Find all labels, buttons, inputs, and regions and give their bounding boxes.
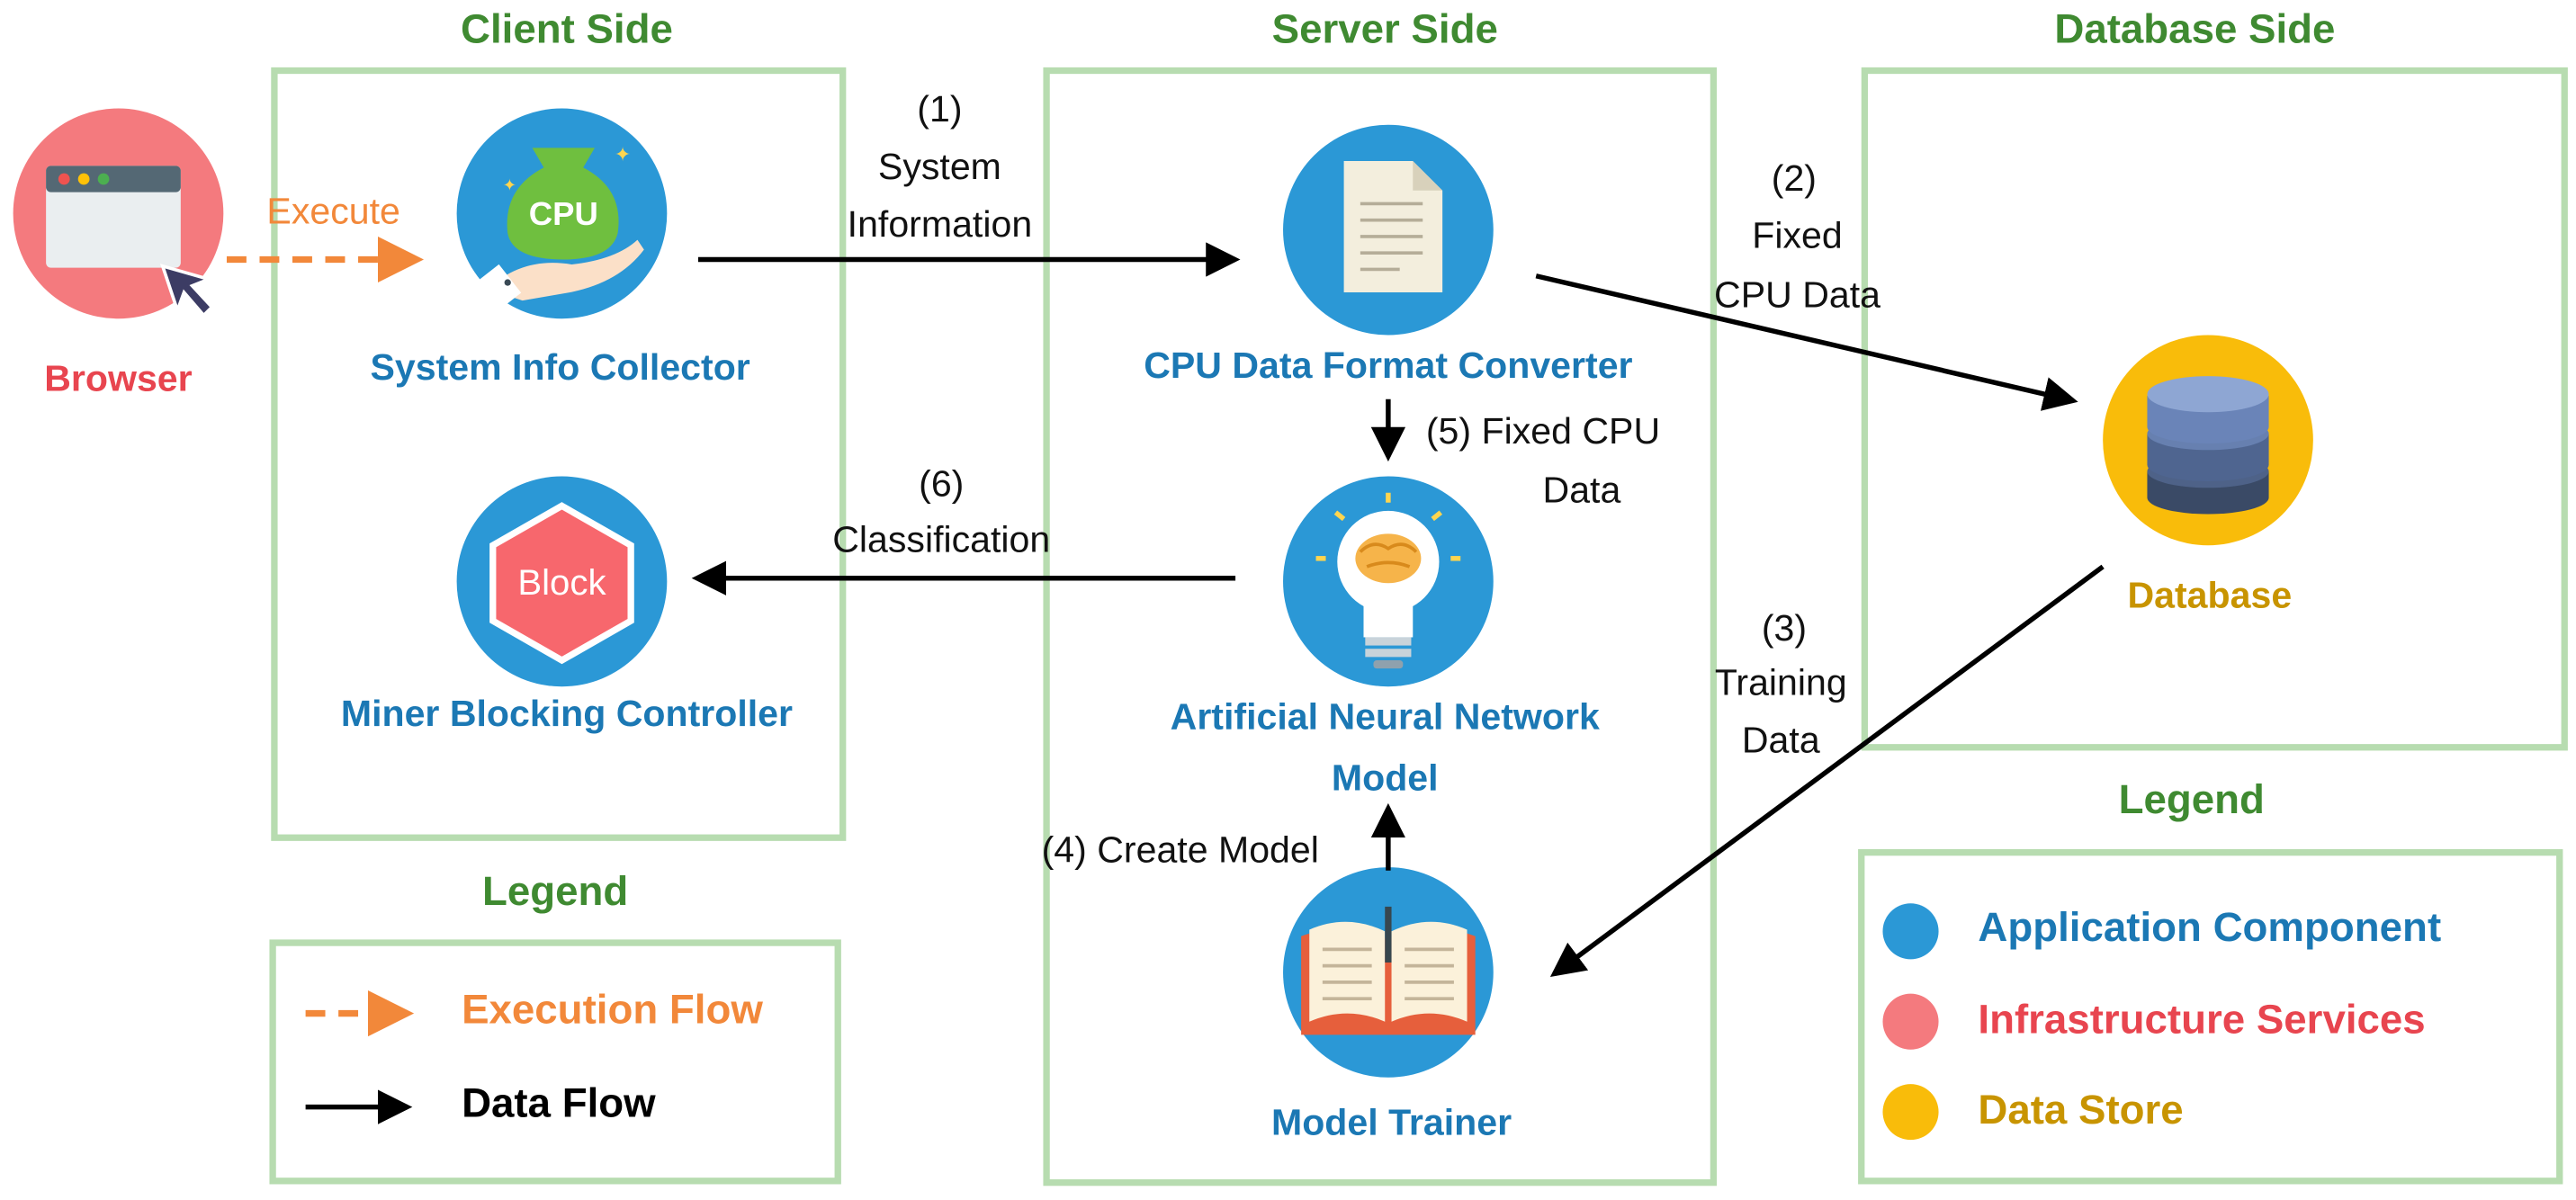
svg-text:✦: ✦ [503, 176, 516, 195]
client-side-title: Client Side [460, 6, 673, 53]
legend-right-title: Legend [2118, 776, 2265, 823]
flow-1-label-line2: Information [847, 203, 1033, 246]
flow-3-number: (3) [1761, 607, 1808, 649]
legend-left-title: Legend [481, 868, 629, 916]
flow-1-label-line1: System [877, 146, 1001, 188]
database-side-title: Database Side [2054, 6, 2336, 53]
browser-window-icon [13, 108, 224, 319]
server-side-box [1043, 67, 1718, 1187]
legend-execution-flow-label: Execution Flow [462, 987, 763, 1034]
legend-data-flow-label: Data Flow [462, 1080, 656, 1127]
miner-blocking-controller-label: Miner Blocking Controller [340, 693, 794, 735]
cpu-hand-icon: CPU ✦ ✦ [456, 108, 668, 319]
svg-text:✦: ✦ [615, 144, 631, 166]
database-label: Database [2127, 575, 2293, 616]
legend-box-right [1858, 848, 2563, 1185]
legend-datastore-label: Data Store [1978, 1087, 2184, 1133]
model-trainer-label: Model Trainer [1270, 1102, 1512, 1143]
flow-5-label-line1: (5) Fixed CPU [1425, 410, 1661, 452]
cpu-text: CPU [529, 195, 598, 232]
document-icon [1283, 124, 1494, 336]
legend-infrastructure-dot [1882, 993, 1939, 1050]
flow-3-label-line1: Training [1714, 661, 1847, 703]
block-text: Block [517, 562, 606, 603]
browser-label: Browser [44, 358, 193, 399]
flow-6-number: (6) [919, 462, 965, 505]
server-side-title: Server Side [1271, 6, 1498, 53]
legend-application-label: Application Component [1978, 905, 2442, 952]
database-stack-icon [2103, 335, 2313, 546]
flow-1-number: (1) [917, 88, 963, 130]
flow-5-label-line2: Data [1542, 470, 1621, 511]
flow-4-label: (4) Create Model [1041, 829, 1319, 871]
flow-2-number: (2) [1771, 157, 1817, 199]
cpu-data-format-converter-label: CPU Data Format Converter [1144, 345, 1633, 387]
database-side-box [1861, 67, 2568, 751]
legend-box-left [269, 939, 841, 1185]
arrow-3-training-data [1549, 564, 2105, 978]
ann-model-label-line1: Artificial Neural Network [1170, 696, 1600, 738]
ann-model-label-line2: Model [1331, 757, 1439, 799]
flow-2-label-line1: Fixed [1752, 215, 1843, 256]
flow-2-label-line2: CPU Data [1714, 273, 1881, 316]
brain-lightbulb-icon [1283, 476, 1494, 687]
flow-3-label-line2: Data [1741, 719, 1820, 761]
block-sign-icon: Block [456, 476, 668, 687]
open-book-icon [1283, 867, 1494, 1078]
legend-datastore-dot [1882, 1084, 1939, 1141]
client-side-box [271, 67, 847, 841]
execute-label: Execute [266, 190, 400, 232]
system-info-collector-label: System Info Collector [370, 346, 750, 388]
flow-6-label: Classification [832, 518, 1051, 560]
arrow-2-fixed-cpu-data [1535, 273, 2078, 411]
legend-application-dot [1882, 903, 1939, 960]
legend-infrastructure-label: Infrastructure Services [1978, 997, 2426, 1043]
